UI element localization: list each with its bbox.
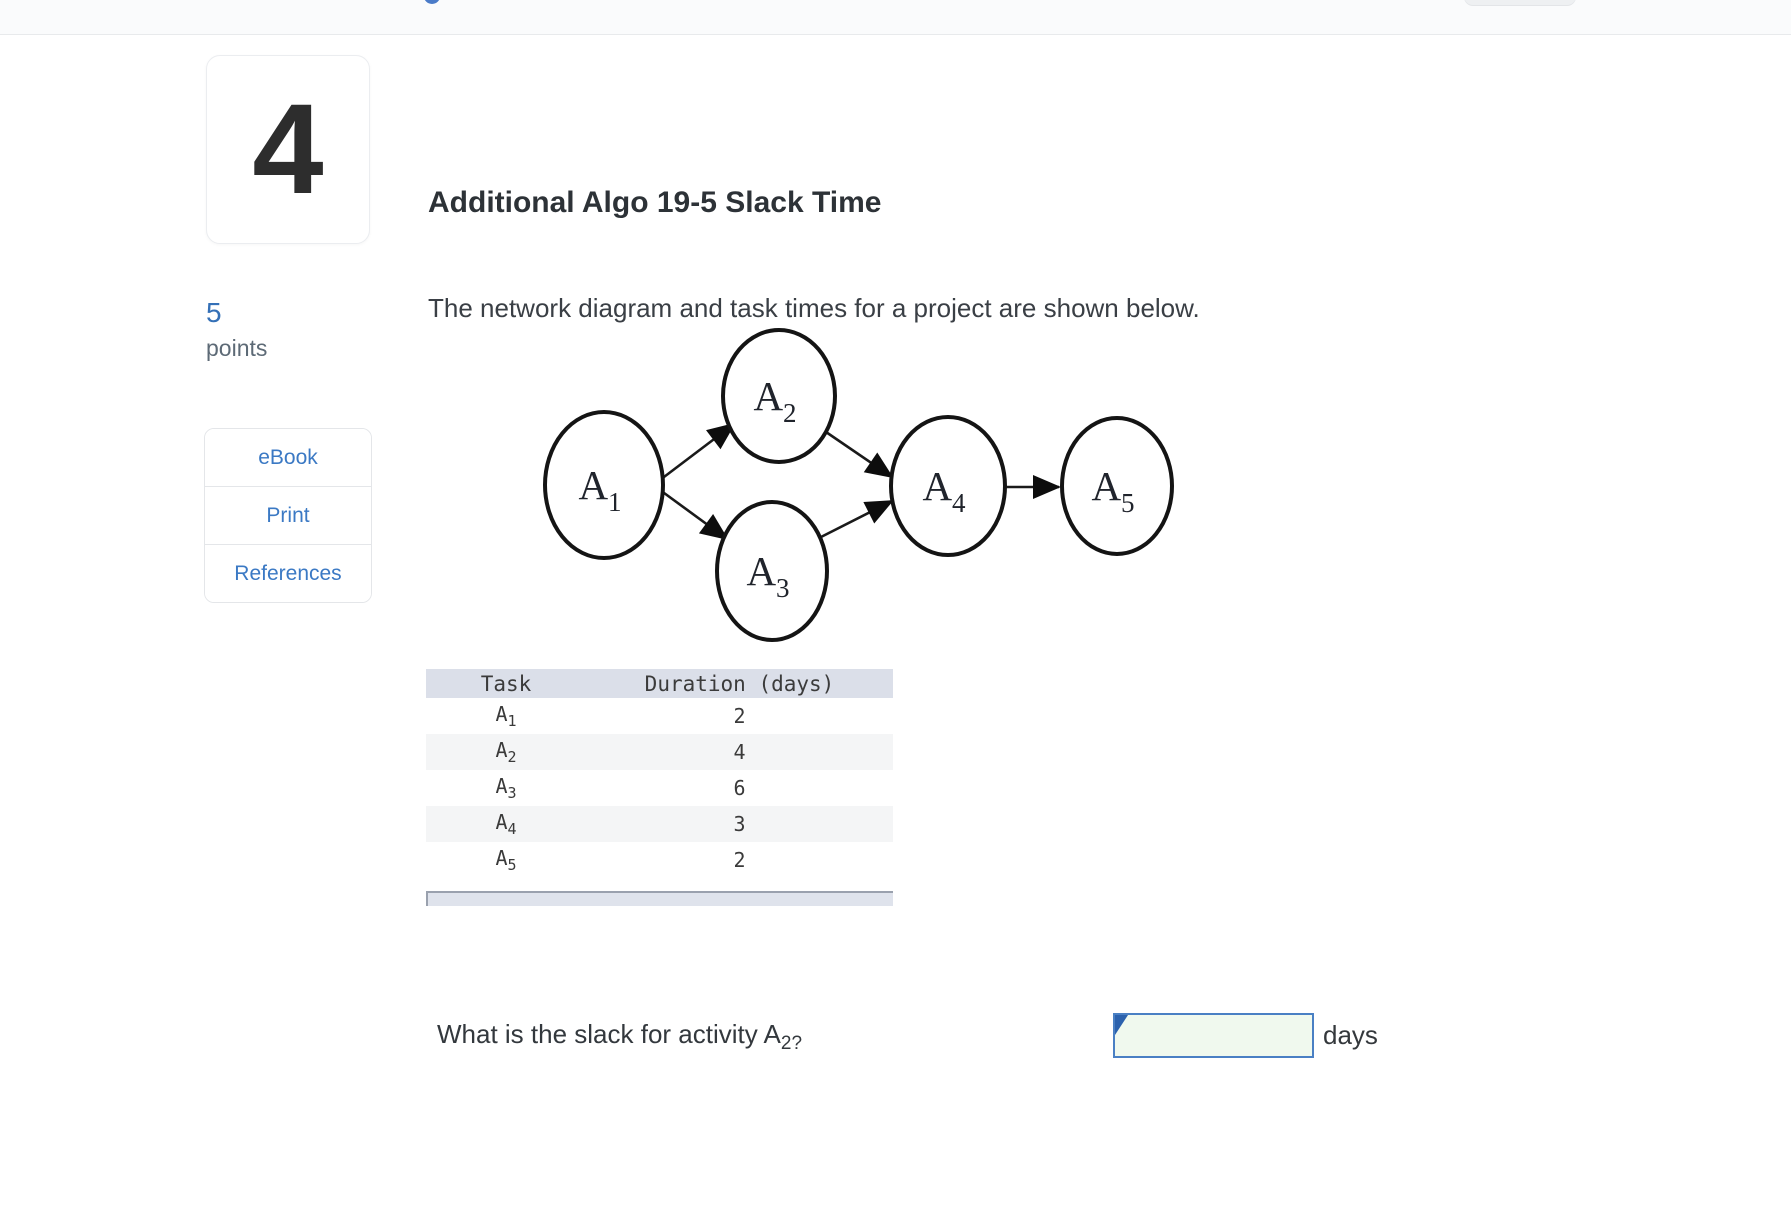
table-horizontal-scrollbar[interactable] — [426, 891, 893, 906]
table-row: A3 6 — [426, 770, 893, 806]
answer-input-box — [1113, 1013, 1314, 1058]
answer-input[interactable] — [1131, 1015, 1313, 1058]
table-row: A1 2 — [426, 698, 893, 734]
ebook-button[interactable]: eBook — [205, 429, 371, 486]
node-a1 — [543, 410, 665, 560]
header-task: Task — [480, 671, 532, 696]
node-a2 — [721, 328, 837, 464]
network-diagram: A1 A2 A3 A4 A5 — [543, 328, 1174, 642]
header-duration: Duration (days) — [644, 671, 835, 696]
edge-a1-a2 — [659, 422, 736, 482]
task-cell: A4 — [495, 810, 517, 838]
table-row: A4 3 — [426, 806, 893, 842]
question-prompt: What is the slack for activity A2? — [437, 1019, 803, 1055]
node-a2-label: A2 — [753, 373, 796, 428]
task-duration-table: Task Duration (days) A1 2 A2 4 A3 6 A4 3… — [426, 669, 893, 906]
points-value: 5 — [206, 297, 222, 328]
duration-cell: 4 — [733, 740, 746, 764]
duration-cell: 2 — [733, 848, 746, 872]
table-row: A2 4 — [426, 734, 893, 770]
partial-logo-icon — [424, 0, 440, 4]
partial-toolbar-button — [1464, 0, 1576, 5]
points-block: 5 points — [206, 297, 268, 361]
edge-a2-a4 — [825, 430, 894, 479]
node-a5 — [1060, 416, 1174, 556]
points-label: points — [206, 334, 268, 361]
node-a3 — [715, 500, 829, 642]
task-cell: A1 — [495, 702, 517, 730]
duration-cell: 6 — [733, 776, 746, 800]
question-title: Additional Algo 19-5 Slack Time — [428, 186, 882, 219]
question-intro: The network diagram and task times for a… — [428, 293, 1200, 323]
edge-a3-a4 — [820, 499, 894, 539]
question-number-card: 4 — [206, 55, 370, 244]
duration-cell: 3 — [733, 812, 746, 836]
table-header-row: Task Duration (days) — [426, 669, 893, 698]
node-a4 — [889, 415, 1007, 557]
edge-a1-a3 — [659, 488, 729, 541]
node-a1-label: A1 — [578, 462, 621, 517]
task-cell: A5 — [495, 846, 517, 874]
answer-unit-label: days — [1323, 1020, 1378, 1050]
references-button[interactable]: References — [205, 544, 371, 602]
answer-flag-icon — [1115, 1015, 1128, 1035]
print-button[interactable]: Print — [205, 486, 371, 544]
node-a4-label: A4 — [922, 463, 966, 518]
question-tools: eBook Print References — [204, 428, 372, 603]
question-number: 4 — [252, 77, 324, 221]
duration-cell: 2 — [733, 704, 746, 728]
task-cell: A2 — [495, 738, 517, 766]
task-cell: A3 — [495, 774, 517, 802]
table-row: A5 2 — [426, 842, 893, 878]
node-a5-label: A5 — [1091, 463, 1134, 518]
top-bar — [0, 0, 1791, 35]
node-a3-label: A3 — [746, 548, 789, 603]
